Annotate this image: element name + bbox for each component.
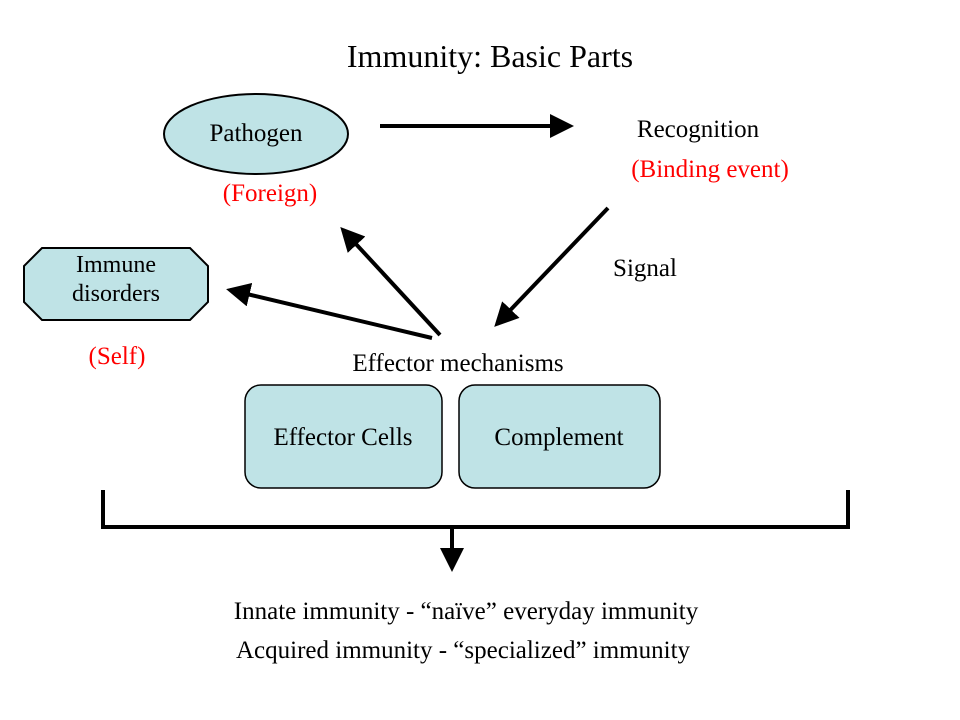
effector-mechanisms-label: Effector mechanisms [352,350,564,377]
foreign-label: (Foreign) [222,180,318,207]
complement-label: Complement [494,424,624,451]
pathogen-ellipse [163,93,349,175]
complement-box [458,384,661,489]
effector-cells-box [244,384,443,489]
recognition-label: Recognition [636,116,760,143]
immune-disorders-label-line1: Immune [76,252,156,278]
page-title: Immunity: Basic Parts [346,38,634,74]
innate-immunity-line: Innate immunity - “naïve” everyday immun… [233,598,699,625]
bracket [101,490,850,529]
effector-to-foreign-arrow [340,227,442,337]
effector-to-disorders-arrow [226,282,433,340]
self-label: (Self) [88,343,146,370]
effector-cells-label: Effector Cells [273,424,413,451]
acquired-immunity-line: Acquired immunity - “specialized” immuni… [235,637,691,664]
immune-disorders-octagon [23,247,209,321]
immune-disorders-label-line2: disorders [72,281,160,307]
recognition-to-effector-arrow [494,206,610,327]
signal-label: Signal [613,255,677,282]
pathogen-label: Pathogen [209,120,303,147]
binding-event-label: (Binding event) [631,156,789,183]
